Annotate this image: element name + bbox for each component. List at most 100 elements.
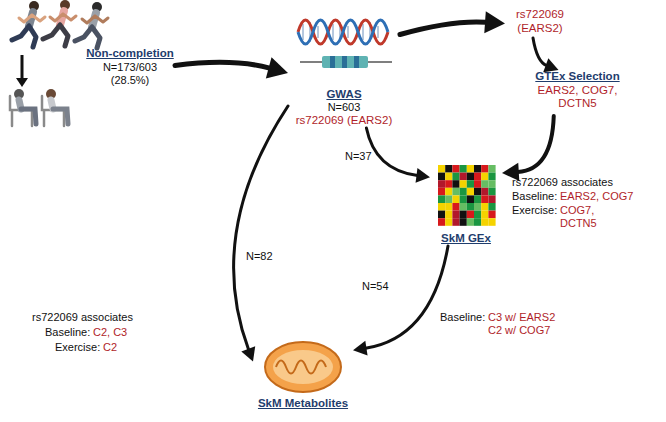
node-heading: SkM GEx <box>441 232 491 246</box>
heatmap-cell <box>467 173 474 181</box>
heatmap-cell <box>445 218 452 226</box>
heatmap-cell <box>452 211 459 219</box>
connector-line <box>533 38 547 66</box>
heatmap-cell <box>438 188 445 196</box>
node-heading: SkM Metabolites <box>258 397 348 411</box>
gene-stripe <box>342 56 347 68</box>
heatmap-cell <box>438 165 445 173</box>
heatmap-cell <box>488 180 495 188</box>
arrow-shaft <box>21 55 24 79</box>
heatmap-cell <box>488 165 495 173</box>
edge-label: N=54 <box>362 280 389 292</box>
heatmap-cell <box>445 203 452 211</box>
annotation-text: EARS2, COG7 <box>560 190 633 203</box>
heatmap-cell <box>467 180 474 188</box>
edge-label: N=82 <box>246 250 273 262</box>
arrow-connector <box>502 116 554 181</box>
figure-node: GWASN=603rs722069 (EARS2) <box>288 18 400 128</box>
connector-line <box>365 246 448 348</box>
heatmap-cell <box>460 211 467 219</box>
annotation-text: Baseline: <box>45 326 90 339</box>
annotation-text: Exercise: <box>512 204 557 217</box>
mitochondrion-illustration <box>265 342 341 392</box>
heatmap-cell <box>460 180 467 188</box>
runner-arms <box>19 15 45 22</box>
heatmap-cell <box>460 173 467 181</box>
heatmap-cell <box>438 180 445 188</box>
arrow-head <box>266 57 288 78</box>
node-heading: Non-completion <box>86 47 174 61</box>
figure-node: rs722069 (EARS2) <box>505 6 575 38</box>
dna-illustration <box>298 20 392 68</box>
runners-illustration <box>12 0 108 48</box>
runner-arms <box>50 14 76 21</box>
heatmap-cell <box>481 211 488 219</box>
heatmap-cell <box>452 165 459 173</box>
heatmap-cell <box>452 218 459 226</box>
heatmap-illustration <box>438 165 496 226</box>
heatmap-cell <box>445 173 452 181</box>
mitochondrion-cristae <box>276 361 326 374</box>
arrow-connector <box>533 38 559 72</box>
connector-line <box>366 128 417 176</box>
connector-line <box>518 116 554 172</box>
heatmap-cell <box>467 188 474 196</box>
arrow-head <box>241 346 255 361</box>
connector-line <box>400 22 486 35</box>
dna-strand <box>298 20 388 44</box>
heatmap-cell <box>474 211 481 219</box>
node-text: EARS2, COG7, DCTN5 <box>536 84 620 111</box>
heatmap-cell <box>474 188 481 196</box>
runner-arms <box>82 16 108 23</box>
heatmap-cell <box>488 203 495 211</box>
annotation-text: C3 w/ EARS2 <box>488 311 555 324</box>
node-text: rs722069 (EARS2) <box>505 8 575 35</box>
heatmap-cell <box>452 173 459 181</box>
annotation-text: rs722069 associates <box>32 311 133 324</box>
figure-node: SkM GEx <box>430 160 502 246</box>
runner-legs <box>43 25 68 46</box>
annotation-text: Exercise: <box>55 341 100 354</box>
arrow-head <box>543 58 558 72</box>
heatmap-cell <box>438 173 445 181</box>
heatmap-cell <box>460 188 467 196</box>
runner-legs <box>12 26 36 47</box>
node-heading: GTEx Selection <box>535 70 619 84</box>
arrow-connector <box>175 57 288 78</box>
heatmap-cell <box>460 195 467 203</box>
heatmap-cell <box>481 218 488 226</box>
heatmap-cell <box>474 203 481 211</box>
heatmap-cell <box>445 165 452 173</box>
heatmap-cell <box>460 218 467 226</box>
arrow-head <box>416 168 430 183</box>
heatmap-cell <box>467 203 474 211</box>
annotation-text: C2, C3 <box>93 326 127 339</box>
heatmap-cell <box>481 203 488 211</box>
arrow-connector <box>366 128 430 183</box>
heatmap-cell <box>452 203 459 211</box>
heatmap-cell <box>445 211 452 219</box>
heatmap-cell <box>452 180 459 188</box>
heatmap-cell <box>460 165 467 173</box>
heatmap-cell <box>467 218 474 226</box>
arrow-connector <box>353 246 448 355</box>
heatmap-cell <box>488 218 495 226</box>
heatmap-cell <box>481 173 488 181</box>
annotation-text: Baseline: <box>440 311 485 324</box>
node-text: rs722069 (EARS2) <box>296 114 393 128</box>
mitochondrion-inner <box>273 350 333 384</box>
figure-node: SkM Metabolites <box>253 335 353 411</box>
edge-label: N=37 <box>345 150 372 162</box>
heatmap-cell <box>474 173 481 181</box>
heatmap-cell <box>481 180 488 188</box>
heatmap-cell <box>467 211 474 219</box>
heatmap-cell <box>452 188 459 196</box>
heatmap-cell <box>481 165 488 173</box>
heatmap-cell <box>474 180 481 188</box>
heatmap-cell <box>445 180 452 188</box>
runner-legs <box>75 27 100 48</box>
node-text: N=603 <box>328 101 361 114</box>
heatmap-cell <box>452 195 459 203</box>
heatmap-cell <box>460 203 467 211</box>
arrow-head <box>484 11 505 33</box>
